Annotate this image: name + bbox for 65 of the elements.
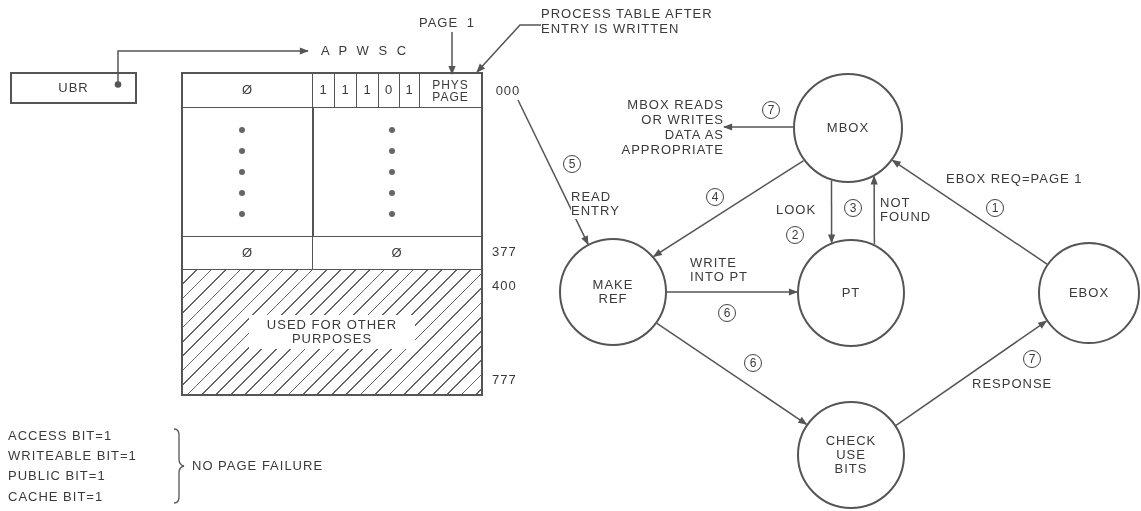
node-label: USED FOR OTHER PURPOSES	[249, 314, 415, 350]
table-cell	[379, 74, 400, 108]
arrow	[517, 99, 589, 245]
address-label: 777	[492, 373, 517, 388]
step-number: 6	[744, 354, 762, 372]
cell-text: 0	[384, 83, 394, 98]
reserved-region	[183, 270, 481, 394]
cell-text: Ø	[241, 83, 254, 98]
note-text: WRITEABLE BIT=1	[8, 449, 137, 464]
note-text: NO PAGE FAILURE	[192, 459, 324, 474]
cell-text: Ø	[391, 245, 403, 261]
annotation-text: MBOX READS OR WRITES DATA AS APPROPRIATE	[612, 98, 724, 158]
arrow	[448, 31, 456, 75]
arrow	[895, 320, 1048, 426]
cell-text: 1	[405, 83, 414, 98]
cell-text: 1	[341, 83, 350, 98]
node-label: MAKE REF	[591, 277, 635, 307]
node-label: MBOX	[826, 120, 870, 136]
state-circle	[797, 401, 905, 509]
arrow	[117, 47, 309, 73]
table-cell	[335, 74, 357, 108]
arrow	[870, 175, 878, 246]
node-label: UBR	[58, 80, 89, 96]
cell-text: Ø	[241, 245, 254, 261]
step-number: 3	[844, 199, 862, 217]
register-box	[10, 72, 137, 104]
note-text: ACCESS BIT=1	[8, 429, 113, 444]
address-label: 377	[492, 245, 517, 260]
cell-text: 1	[319, 83, 328, 98]
node-label: CHECK USE BITS	[824, 433, 878, 477]
annotation-text: 000	[492, 84, 524, 100]
step-number: 7	[1023, 350, 1041, 368]
state-circle	[797, 239, 905, 347]
arrow	[656, 322, 808, 426]
table-cell	[313, 74, 335, 108]
annotation-text: PAGE 1	[412, 16, 482, 32]
step-number: 5	[563, 155, 581, 173]
state-circle	[793, 73, 903, 183]
annotation-text: PROCESS TABLE AFTER ENTRY IS WRITTEN	[541, 7, 715, 39]
state-circle	[1038, 242, 1140, 344]
note-text: CACHE BIT=1	[8, 490, 104, 505]
table-cell	[183, 74, 313, 108]
state-circle	[559, 238, 667, 346]
node-label: PT	[841, 285, 861, 301]
arrow	[828, 179, 836, 244]
arrow	[891, 159, 1048, 265]
step-number: 6	[718, 304, 736, 322]
step-number: 7	[762, 101, 780, 119]
process-table	[181, 72, 483, 396]
table-cell	[400, 74, 420, 108]
cell-text: 1	[363, 83, 372, 98]
arrow	[652, 159, 805, 258]
cell-text: PHYS PAGE	[431, 78, 470, 103]
step-number: 2	[786, 226, 804, 244]
table-cell	[357, 74, 379, 108]
note-text: PUBLIC BIT=1	[8, 469, 106, 484]
step-number: 1	[986, 199, 1004, 217]
arrow	[723, 123, 794, 131]
address-label: 400	[492, 279, 517, 294]
step-number: 4	[706, 188, 724, 206]
annotation-text: A P W S C	[308, 44, 420, 60]
arrow	[666, 288, 798, 296]
arrow	[476, 24, 542, 73]
node-label: EBOX	[1068, 285, 1110, 301]
edge-label: EBOX REQ=PAGE 1	[946, 172, 1083, 187]
